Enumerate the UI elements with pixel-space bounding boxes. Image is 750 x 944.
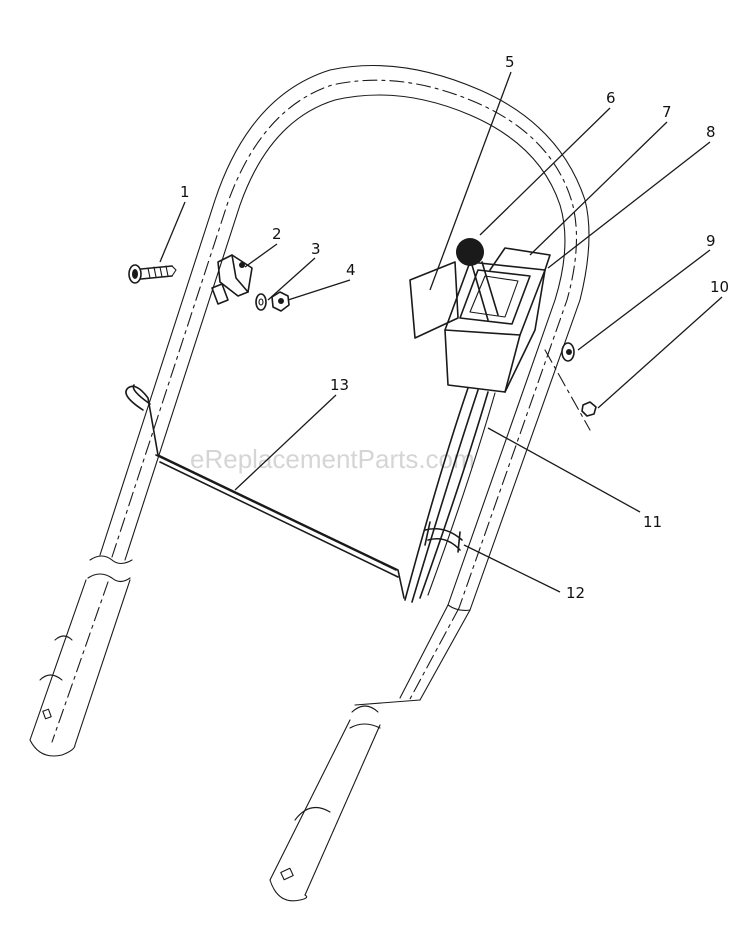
label-part-8: 8 bbox=[706, 123, 716, 141]
right-lower-tube bbox=[269, 604, 471, 902]
part-number-labels: 1 2 3 4 5 6 7 8 9 10 11 12 13 bbox=[180, 53, 729, 602]
label-part-7: 7 bbox=[662, 103, 672, 121]
upper-handle bbox=[87, 64, 590, 611]
label-part-10: 10 bbox=[710, 278, 729, 296]
label-part-1: 1 bbox=[180, 183, 190, 201]
label-part-4: 4 bbox=[346, 261, 356, 279]
label-part-2: 2 bbox=[272, 225, 282, 243]
part-3-washer bbox=[255, 293, 267, 311]
label-part-5: 5 bbox=[505, 53, 515, 71]
part-9-screw bbox=[561, 342, 575, 362]
part-11-cables bbox=[404, 387, 496, 603]
mount-centerline bbox=[544, 349, 591, 431]
label-part-12: 12 bbox=[566, 584, 585, 602]
part-1-bolt bbox=[128, 264, 177, 284]
part-2-bracket bbox=[211, 254, 253, 305]
label-part-6: 6 bbox=[606, 89, 616, 107]
part-6-knob bbox=[456, 238, 499, 321]
part-4-nut bbox=[271, 291, 290, 312]
leader-lines bbox=[159, 71, 723, 593]
part-5-decal bbox=[409, 261, 459, 339]
part-13-control-rod bbox=[125, 384, 405, 599]
label-part-3: 3 bbox=[311, 240, 321, 258]
label-part-11: 11 bbox=[643, 513, 662, 531]
part-12-cable-tie bbox=[424, 521, 463, 553]
left-lower-tube bbox=[29, 579, 131, 757]
part-7-8-control-box bbox=[444, 247, 551, 393]
part-10-nut bbox=[581, 401, 597, 417]
label-part-13: 13 bbox=[330, 376, 349, 394]
label-part-9: 9 bbox=[706, 232, 716, 250]
watermark-text: eReplacementParts.com bbox=[190, 444, 475, 474]
